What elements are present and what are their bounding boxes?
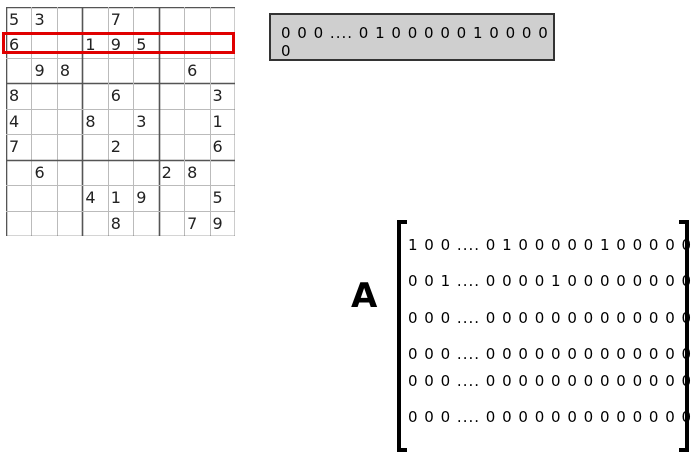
sudoku-cell [184, 109, 209, 134]
sudoku-cell [159, 211, 184, 236]
sudoku-cell [133, 7, 158, 32]
sudoku-cell [57, 32, 82, 57]
sudoku-cell: 9 [136, 188, 147, 208]
sudoku-cell: 1 [85, 35, 96, 55]
sudoku-cell [57, 7, 82, 32]
sudoku-cell [210, 32, 235, 57]
row-vector-text: 0 0 0 .... 0 1 0 0 0 0 0 1 0 0 0 0 0 [281, 24, 549, 60]
sudoku-cell: 8 [110, 213, 121, 233]
sudoku-cell [57, 160, 82, 185]
matrix-row: 0 0 0 .... 0 0 0 0 0 0 0 0 0 0 0 0 0 [408, 372, 692, 390]
sudoku-cell: 9 [110, 35, 121, 55]
sudoku-cell [57, 185, 82, 210]
sudoku-cell [57, 109, 82, 134]
sudoku-cell: 8 [59, 60, 71, 80]
sudoku-cell [82, 58, 107, 83]
sudoku-cell: 8 [9, 86, 20, 106]
sudoku-cell [82, 160, 107, 185]
sudoku-cell [108, 58, 133, 83]
sudoku-cell [57, 83, 82, 108]
sudoku-cell [57, 134, 82, 159]
sudoku-cell: 7 [110, 10, 121, 29]
sudoku-cell [210, 7, 235, 32]
sudoku-cell: 7 [187, 213, 198, 233]
left-bracket [397, 220, 407, 452]
sudoku-cell [31, 32, 56, 57]
sudoku-cell [184, 134, 209, 159]
sudoku-cell [6, 58, 31, 83]
matrix-brackets [397, 220, 689, 452]
sudoku-cell [6, 185, 31, 210]
sudoku-cell: 5 [9, 10, 20, 29]
sudoku-cell: 6 [110, 86, 121, 106]
sudoku-cell [31, 83, 56, 108]
row-vector-box: 0 0 0 .... 0 1 0 0 0 0 0 1 0 0 0 0 0 [269, 13, 555, 61]
sudoku-cell: 3 [136, 111, 147, 131]
sudoku-cell: 4 [85, 188, 96, 208]
sudoku-grid-lines [6, 7, 235, 236]
sudoku-cell: 3 [34, 10, 45, 29]
matrix-row: 0 0 0 .... 0 0 0 0 0 0 0 0 0 0 0 0 0 [408, 309, 692, 327]
sudoku-cell [133, 58, 158, 83]
sudoku-cell [184, 32, 209, 57]
sudoku-cell [159, 134, 184, 159]
sudoku-cell [159, 58, 184, 83]
sudoku-cell: 1 [110, 188, 121, 208]
matrix-row: 0 0 0 .... 0 0 0 0 0 0 0 0 0 0 0 0 0 [408, 345, 692, 363]
matrix-row: 1 0 0 .... 0 1 0 0 0 0 0 1 0 0 0 0 0 [408, 236, 692, 254]
sudoku-cell: 2 [161, 162, 172, 182]
right-bracket [679, 220, 689, 452]
sudoku-cell [31, 109, 56, 134]
sudoku-cell: 6 [212, 137, 223, 157]
sudoku-cell [57, 211, 82, 236]
sudoku-cell [82, 211, 107, 236]
sudoku-cell: 8 [187, 162, 198, 182]
sudoku-cell: 8 [85, 111, 96, 131]
sudoku-cell [184, 185, 209, 210]
sudoku-cell: 5 [136, 35, 147, 55]
matrix-label: A [351, 276, 378, 316]
sudoku-cell [210, 58, 235, 83]
sudoku-cell [133, 134, 158, 159]
sudoku-cell: 4 [9, 111, 20, 131]
sudoku-cell [159, 32, 184, 57]
sudoku-cell [108, 109, 133, 134]
sudoku-cell: 5 [212, 188, 223, 208]
sudoku-cell [184, 83, 209, 108]
sudoku-cell [133, 211, 158, 236]
sudoku-cell [31, 134, 56, 159]
sudoku-cell: 9 [34, 60, 45, 80]
sudoku-cell [210, 160, 235, 185]
matrix-a: 1 0 0 .... 0 1 0 0 0 0 0 1 0 0 0 0 0 0 0… [395, 218, 692, 454]
sudoku-cell [31, 185, 56, 210]
sudoku-cell: 1 [212, 111, 223, 131]
sudoku-cell: 7 [9, 137, 20, 157]
sudoku-cell: 6 [187, 60, 198, 80]
sudoku-cell [82, 7, 107, 32]
sudoku-cell [159, 185, 184, 210]
sudoku-cell [159, 83, 184, 108]
sudoku-cell [82, 83, 107, 108]
sudoku-cell [108, 160, 133, 185]
sudoku-cell: 9 [212, 213, 223, 233]
sudoku-cell: 6 [34, 162, 45, 182]
sudoku-cell [133, 160, 158, 185]
sudoku-cell: 3 [212, 86, 223, 106]
sudoku-cell [31, 211, 56, 236]
sudoku-cell [6, 211, 31, 236]
sudoku-cell [133, 83, 158, 108]
sudoku-cell [6, 160, 31, 185]
sudoku-cell: 6 [9, 35, 20, 55]
sudoku-cell: 2 [110, 137, 121, 157]
sudoku-cell [82, 134, 107, 159]
sudoku-cell [184, 7, 209, 32]
sudoku-cell [159, 7, 184, 32]
matrix-row: 0 0 1 .... 0 0 0 0 1 0 0 0 0 0 0 0 0 [408, 272, 692, 290]
sudoku-cell [159, 109, 184, 134]
matrix-row: 0 0 0 .... 0 0 0 0 0 0 0 0 0 0 0 0 0 [408, 408, 692, 426]
